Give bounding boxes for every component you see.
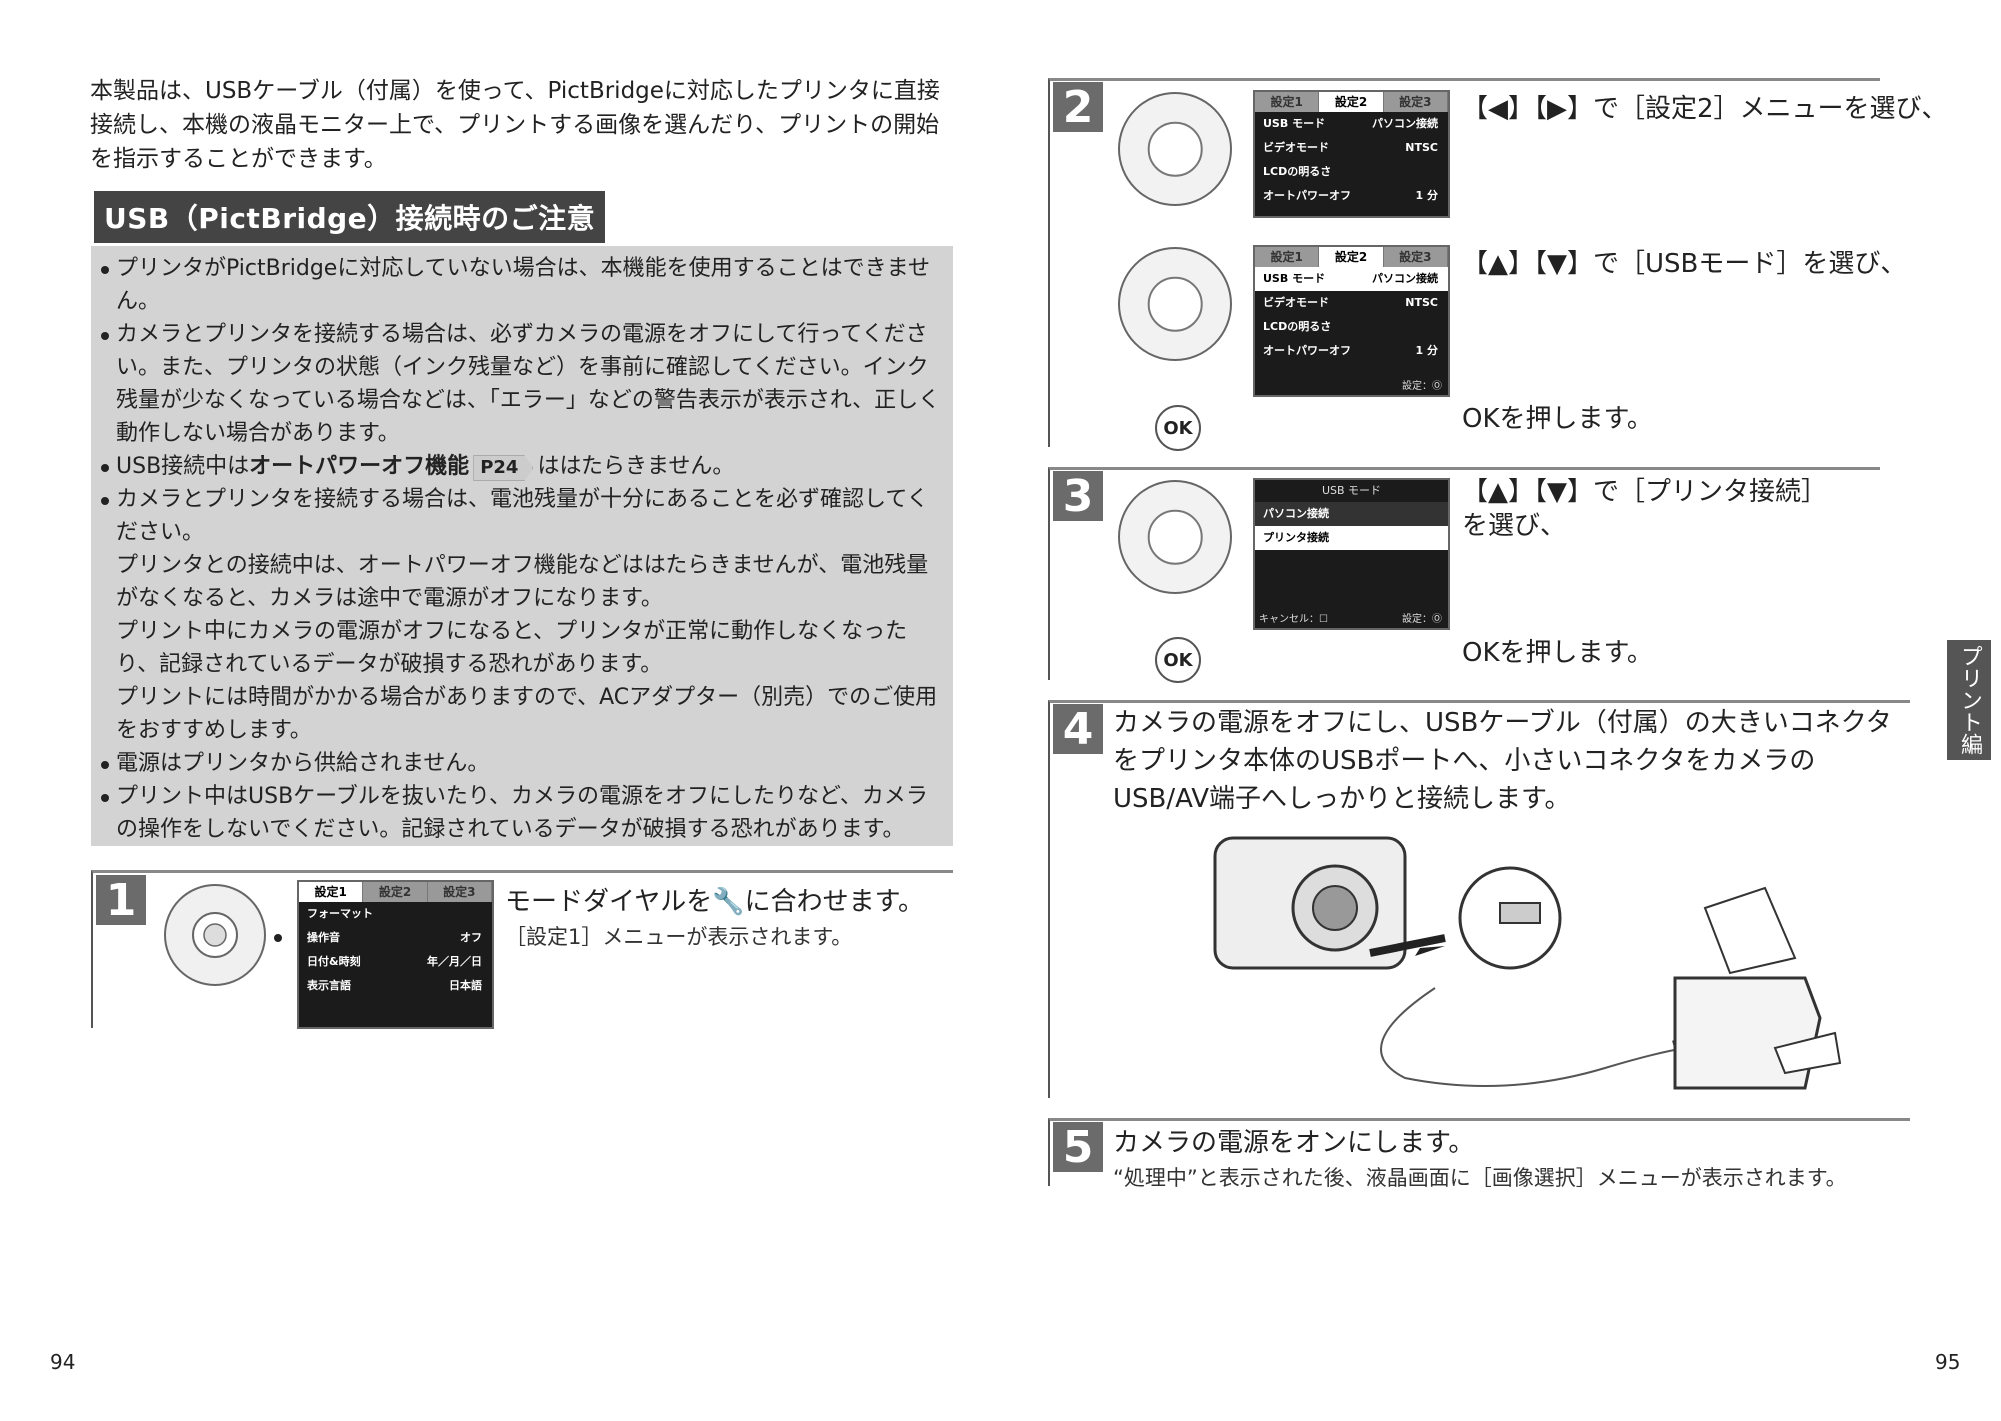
- caution-item: カメラとプリンタを接続する場合は、電池残量が十分にあることを必ず確認してください…: [98, 483, 948, 549]
- lcd-row: 表示言語日本語: [307, 979, 482, 992]
- lcd-row: USB モードパソコン接続: [1263, 117, 1438, 130]
- step-1-subtext: ［設定1］メニューが表示されます。: [505, 925, 853, 949]
- lcd-row: 操作音オフ: [307, 931, 482, 944]
- caution-title: USB（PictBridge）接続時のご注意: [94, 191, 606, 243]
- ok-button-icon: OK: [1155, 405, 1201, 451]
- step-5-subtext: “処理中”と表示された後、液晶画面に［画像選択］メニューが表示されます。: [1113, 1166, 1847, 1190]
- lcd-tab: 設定3: [427, 882, 492, 902]
- step-3-section: [1048, 467, 1880, 680]
- caution-item-pre: USB接続中は: [116, 454, 250, 479]
- caution-list: プリンタがPictBridgeに対応していない場合は、本機能を使用することはでき…: [98, 252, 948, 846]
- caution-item-post: ははたらきません。: [537, 454, 735, 479]
- lcd-row: LCDの明るさ: [1263, 165, 1332, 178]
- step-4-number: 4: [1053, 704, 1103, 755]
- lcd-row: パソコン接続: [1255, 502, 1448, 526]
- step-5-number: 5: [1053, 1122, 1103, 1173]
- step-2-text-a: 【◀】【▶】で［設定2］メニューを選び、: [1462, 94, 1948, 124]
- direction-pad-icon: [1118, 480, 1232, 594]
- mode-dial-icon: [164, 884, 282, 986]
- step-5-section: [1048, 1118, 1910, 1186]
- page-reference: P24: [473, 455, 534, 481]
- direction-pad-icon: [1118, 92, 1232, 206]
- caution-paragraph: プリント中にカメラの電源がオフになると、プリンタが正常に動作しなくなったり、記録…: [116, 619, 908, 677]
- caution-item-bold: オートパワーオフ機能: [249, 454, 470, 479]
- ok-button-icon: OK: [1155, 637, 1201, 683]
- lcd-footer-left: キャンセル：☐: [1259, 614, 1328, 625]
- lcd-title: USB モード: [1321, 484, 1382, 497]
- lcd-footer-right: 設定：Ⓞ: [1402, 614, 1442, 625]
- step-2-number: 2: [1053, 82, 1103, 133]
- step-5-heading: カメラの電源をオンにします。: [1113, 1128, 1475, 1158]
- step-4-text: カメラの電源をオフにし、USBケーブル（付属）の大きいコネクタをプリンタ本体のU…: [1113, 708, 1892, 814]
- caution-item: プリンタがPictBridgeに対応していない場合は、本機能を使用することはでき…: [98, 252, 948, 318]
- lcd-tab: 設定2: [363, 882, 428, 902]
- connection-illustration: [1213, 836, 1842, 1090]
- step-4-section: [1048, 700, 1910, 1098]
- page-number-right: 95: [1935, 1350, 1961, 1374]
- caution-paragraph: プリンタとの接続中は、オートパワーオフ機能などははたらきませんが、電池残量がなく…: [116, 553, 929, 611]
- arrow-icon: [1415, 946, 1445, 956]
- lcd-row-selected: プリンタ接続: [1255, 526, 1448, 550]
- caution-item: プリント中はUSBケーブルを抜いたり、カメラの電源をオフにしたりなど、カメラの操…: [98, 780, 948, 846]
- lcd-row-selected: USB モードパソコン接続: [1255, 267, 1448, 291]
- step-1-heading: モードダイヤルを🔧に合わせます。: [505, 887, 925, 917]
- step-2-section: [1048, 78, 1880, 447]
- direction-pad-icon: [1118, 247, 1232, 361]
- step-1-number: 1: [96, 875, 146, 926]
- section-side-tab: プリント編: [1947, 640, 1991, 760]
- lcd-screen-step3: USB モード パソコン接続 プリンタ接続 キャンセル：☐ 設定：Ⓞ: [1253, 478, 1450, 630]
- wrench-icon: 🔧: [712, 887, 745, 917]
- caution-item: カメラとプリンタを接続する場合は、必ずカメラの電源をオフにして行ってください。ま…: [98, 318, 948, 450]
- lcd-row: 日付&時刻年／月／日: [307, 955, 482, 968]
- caution-box: [91, 246, 953, 846]
- paper-icon: [1703, 886, 1797, 975]
- intro-paragraph: 本製品は、USBケーブル（付属）を使って、PictBridgeに対応したプリンタ…: [90, 78, 940, 172]
- step-1-section: [91, 870, 953, 1028]
- lcd-row: LCDの明るさ: [1263, 320, 1332, 333]
- lcd-row: フォーマット: [307, 907, 373, 920]
- usb-cable: [1380, 987, 1686, 1087]
- lcd-screen-step1: 設定1 設定2 設定3 フォーマット 操作音オフ 日付&時刻年／月／日 表示言語…: [297, 880, 494, 1029]
- page-number-left: 94: [50, 1350, 76, 1374]
- step-3-text-c: OKを押します。: [1462, 638, 1653, 668]
- step-2-text-b: 【▲】【▼】で［USBモード］を選び、: [1462, 249, 1907, 279]
- lcd-tab: 設定1: [299, 882, 364, 902]
- step-2-text-c: OKを押します。: [1462, 404, 1653, 434]
- step-3-text-a: 【▲】【▼】で［プリンタ接続］を選び、: [1462, 477, 1827, 541]
- step-3-number: 3: [1053, 471, 1103, 522]
- caution-item: 電源はプリンタから供給されません。: [98, 747, 948, 780]
- lcd-footer: 設定：Ⓞ: [1402, 381, 1442, 392]
- caution-paragraph: プリントには時間がかかる場合がありますので、ACアダプター（別売）でのご使用をお…: [116, 685, 938, 743]
